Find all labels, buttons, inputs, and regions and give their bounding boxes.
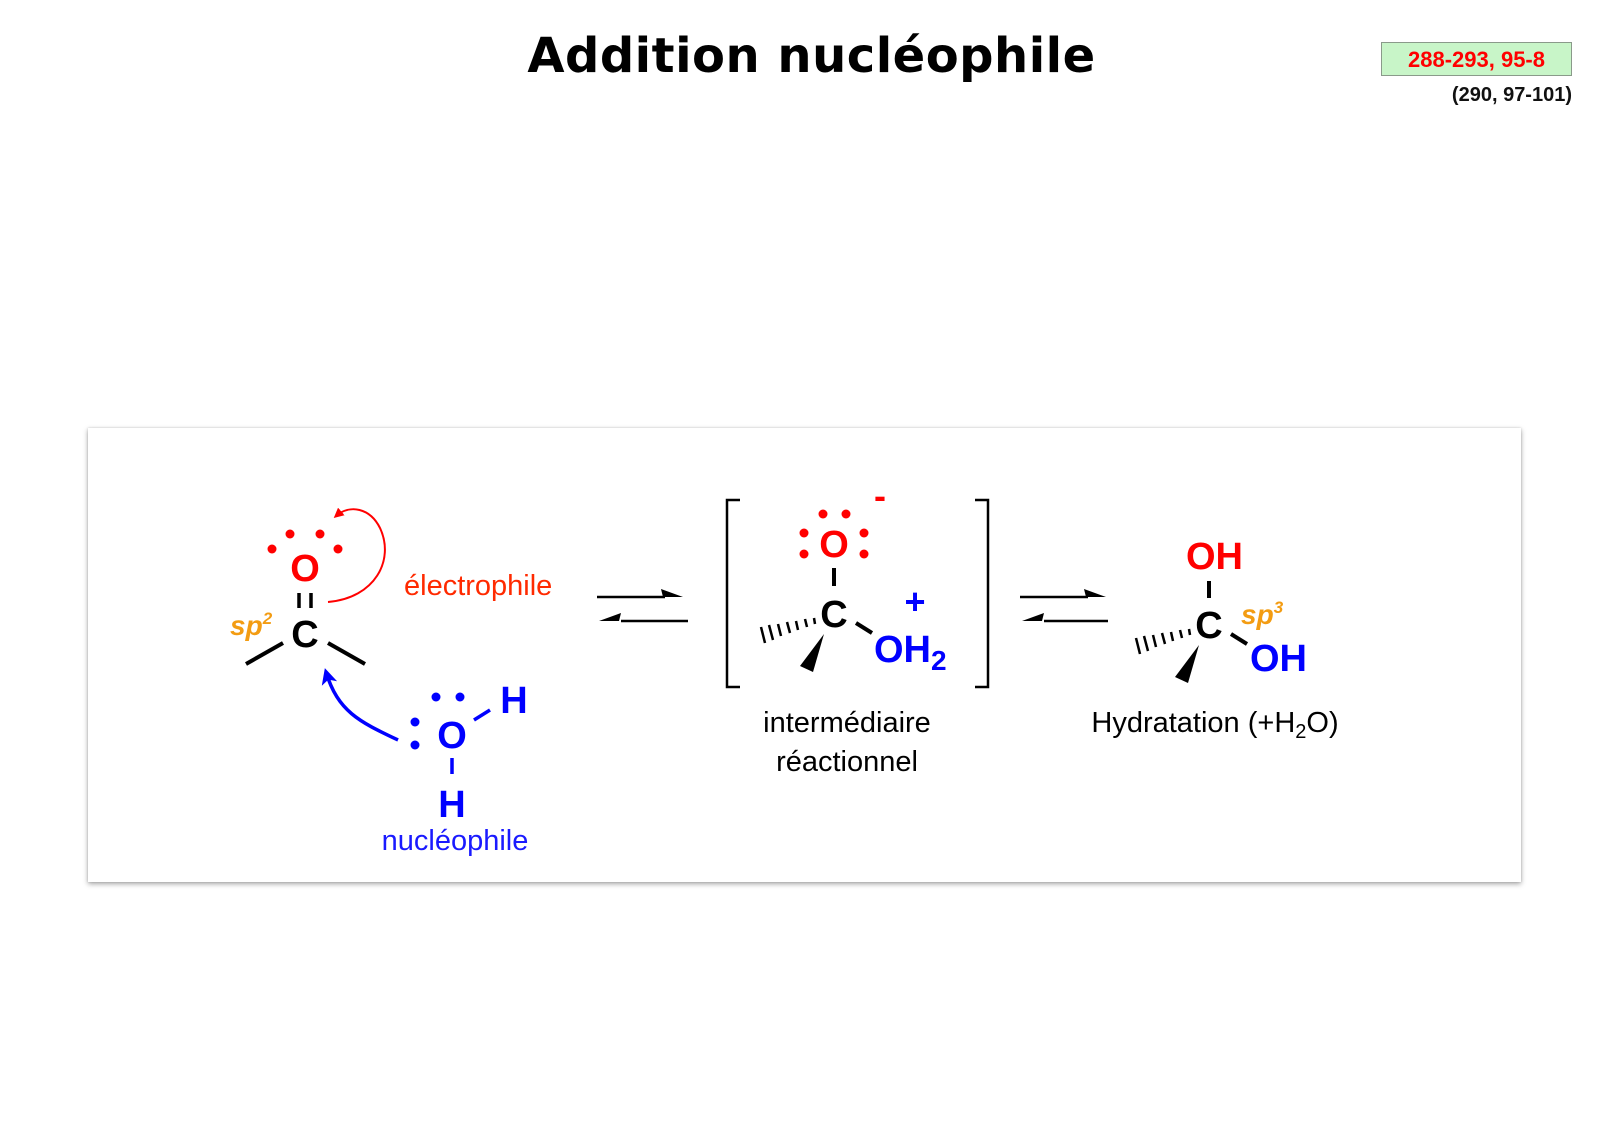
lone-pair-dot [315, 529, 325, 539]
equilibrium-arrows-2 [1020, 589, 1108, 623]
water-hydrogen-top: H [500, 680, 527, 722]
electrophile-label: électrophile [404, 570, 552, 602]
lone-pair-dot [859, 528, 869, 538]
lone-pair-dot [818, 509, 828, 519]
hybridization-label-sp3: sp3 [1241, 598, 1284, 630]
lone-pair-dot [410, 740, 420, 750]
o-h-bond [473, 708, 491, 722]
water-oxygen: O [437, 715, 467, 757]
solid-wedge-bond [800, 634, 824, 672]
negative-charge: - [874, 475, 886, 516]
lone-pair-dot [455, 692, 465, 702]
intermediate-label-line2: réactionnel [776, 746, 918, 778]
lone-pair-dot [431, 692, 441, 702]
lone-pair-dot [799, 528, 809, 538]
nucleophile-label: nucléophile [382, 825, 529, 857]
lone-pair-dot [799, 549, 809, 559]
water-hydrogen-bottom: H [438, 784, 465, 826]
alkoxide-oxygen: O [819, 524, 849, 566]
lone-pair-dot [841, 509, 851, 519]
hydration-label: Hydratation (+H2O) [1091, 707, 1338, 743]
lone-pair-dot [859, 549, 869, 559]
hybridization-label-sp2: sp2 [230, 609, 273, 641]
hydrate-product: OH C sp3 OH Hydratation (+H2O) [1091, 536, 1338, 743]
c-oh2-bond [854, 621, 874, 635]
hydroxyl-top: OH [1186, 536, 1243, 578]
lone-pair-dot [285, 529, 295, 539]
carbonyl-oxygen: O [290, 548, 320, 590]
reaction-scheme-panel [88, 428, 1521, 882]
hashed-wedge-bond [1134, 628, 1192, 655]
c-oh-bond [1229, 632, 1249, 646]
carbonyl-reactant: O C sp2 électrophile [230, 507, 552, 666]
page-title: Addition nucléophile [527, 28, 1096, 84]
lone-pair-dot [333, 544, 343, 554]
substituent-bond [245, 641, 284, 666]
water-nucleophile: O H H nucléophile [321, 668, 529, 857]
carbonyl-carbon: C [291, 614, 318, 656]
reference-pages-badge: 288-293, 95-8 [1381, 42, 1572, 76]
substituent-bond [327, 641, 366, 666]
left-bracket [725, 498, 740, 689]
product-carbon: C [1195, 605, 1222, 647]
electron-flow-arrow-blue [321, 668, 399, 742]
reference-pages-alt: (290, 97-101) [1451, 84, 1572, 106]
oxonium-group: OH2 [874, 629, 947, 676]
hydroxyl-right: OH [1250, 638, 1307, 680]
lone-pair-dot [410, 717, 420, 727]
intermediate-label-line1: intermédiaire [763, 707, 931, 739]
equilibrium-arrows-1 [597, 589, 688, 623]
reaction-intermediate: O - C + OH2 intermédiaire réactionnel [725, 475, 990, 778]
solid-wedge-bond [1175, 645, 1199, 683]
tetrahedral-carbon: C [820, 594, 847, 636]
lone-pair-dot [267, 544, 277, 554]
electron-flow-arrow-red [327, 507, 386, 603]
hashed-wedge-bond [759, 617, 817, 644]
right-bracket [975, 498, 990, 689]
positive-charge: + [904, 581, 925, 622]
